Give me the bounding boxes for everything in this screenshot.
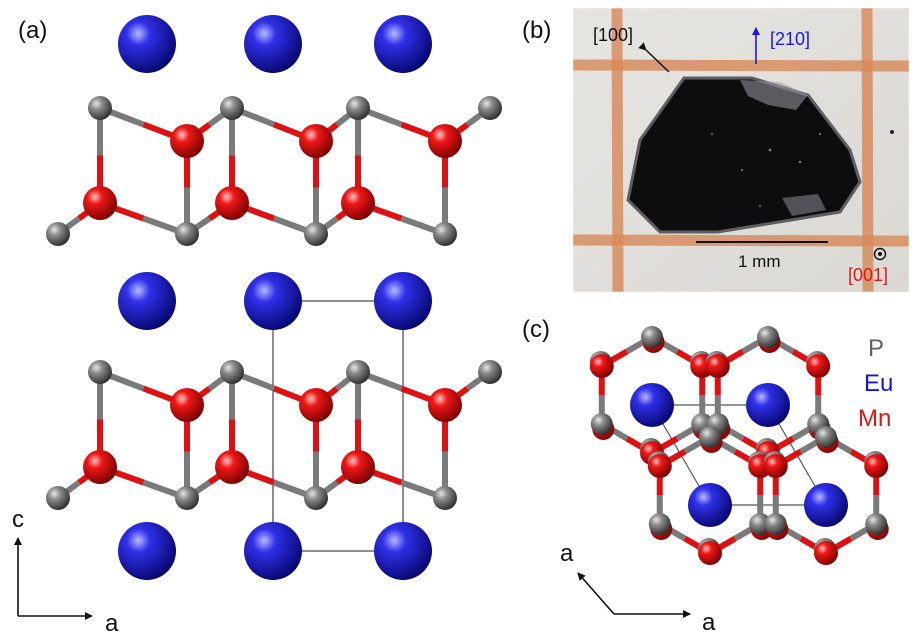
- p-atom: [764, 513, 787, 535]
- eu-atom: [630, 383, 674, 427]
- p-atom: [865, 513, 888, 535]
- mn-atom: [806, 354, 831, 378]
- p-atom: [88, 96, 112, 120]
- panel-c-structure-top-view: (c) P Eu Mn a a: [522, 316, 893, 636]
- mn-atom: [864, 454, 889, 478]
- p-atom: [641, 326, 663, 348]
- mn-atom: [647, 454, 672, 478]
- eu-atom: [118, 272, 176, 330]
- legend-mn: Mn: [858, 405, 891, 432]
- legend-eu: Eu: [864, 370, 893, 397]
- eu-atom: [374, 15, 432, 73]
- mn-atom: [763, 454, 788, 478]
- c-axis-arrows: [577, 572, 691, 618]
- mn-atom: [705, 354, 730, 378]
- eu-atom: [804, 483, 848, 527]
- p-atom: [749, 513, 772, 535]
- p-atom: [433, 486, 457, 510]
- p-atom: [648, 513, 671, 535]
- eu-atom: [374, 272, 432, 330]
- p-atom: [88, 360, 112, 384]
- p-atom: [175, 222, 199, 246]
- a-axis-label-a: a: [105, 610, 119, 637]
- p-atom: [478, 360, 502, 384]
- mn-atom: [698, 541, 722, 565]
- panel-a-label: (a): [18, 17, 47, 44]
- p-atom: [220, 360, 244, 384]
- eu-atom: [244, 15, 302, 73]
- mn-atom: [341, 450, 375, 484]
- p-atom: [346, 360, 370, 384]
- p-atom: [220, 96, 244, 120]
- p-atom: [304, 222, 328, 246]
- panel-b-crystal-photo: (b) [100] [210] 1 mm: [522, 7, 910, 293]
- photo-background: [573, 8, 909, 292]
- mn-atom: [428, 124, 462, 158]
- p-atom: [46, 222, 70, 246]
- eu-atom: [688, 483, 732, 527]
- a-atoms: [46, 15, 502, 580]
- a-axis-arrows: [14, 537, 93, 620]
- photo-frame: [572, 7, 910, 293]
- a-unit-cell-outline: [272, 300, 404, 552]
- c-axis-label-a-diagonal: a: [560, 540, 574, 567]
- p-atom: [590, 413, 613, 435]
- a-cell-rect: [272, 300, 404, 552]
- eu-atom: [118, 522, 176, 580]
- panel-b-label: (b): [522, 17, 551, 44]
- c-atoms: [589, 326, 889, 565]
- eu-atom: [244, 272, 302, 330]
- mn-atom: [170, 124, 204, 158]
- mn-atom: [428, 388, 462, 422]
- mn-atom: [215, 450, 249, 484]
- mn-atom: [814, 541, 838, 565]
- panel-a-structure-side-view: (a) c a: [12, 15, 502, 637]
- eu-atom: [118, 15, 176, 73]
- p-atom: [304, 486, 328, 510]
- mn-atom: [299, 124, 333, 158]
- label-210: [210]: [770, 29, 810, 49]
- eu-atom: [374, 522, 432, 580]
- legend-p: P: [868, 335, 884, 362]
- panel-c-label: (c): [522, 316, 550, 343]
- out-of-plane-symbol: [873, 247, 887, 261]
- mn-atom: [341, 186, 375, 220]
- mn-atom: [83, 450, 117, 484]
- scale-bar-label: 1 mm: [738, 252, 781, 271]
- mn-atom: [215, 186, 249, 220]
- p-atom: [757, 326, 779, 348]
- eu-atom: [746, 383, 790, 427]
- p-atom: [699, 426, 721, 448]
- p-atom: [175, 486, 199, 510]
- p-atom: [478, 96, 502, 120]
- p-atom: [815, 426, 837, 448]
- p-atom: [346, 96, 370, 120]
- c-axis-label-a-horizontal: a: [702, 609, 716, 636]
- label-001: [001]: [848, 265, 888, 285]
- a-axis-label-c: c: [12, 506, 24, 533]
- p-atom: [46, 486, 70, 510]
- eu-atom: [244, 522, 302, 580]
- mn-atom: [83, 186, 117, 220]
- arrow-100: [638, 42, 670, 73]
- label-100: [100]: [593, 25, 633, 45]
- legend: P Eu Mn: [858, 335, 893, 432]
- mn-atom: [170, 388, 204, 422]
- mn-atom: [589, 354, 614, 378]
- mn-atom: [299, 388, 333, 422]
- p-atom: [433, 222, 457, 246]
